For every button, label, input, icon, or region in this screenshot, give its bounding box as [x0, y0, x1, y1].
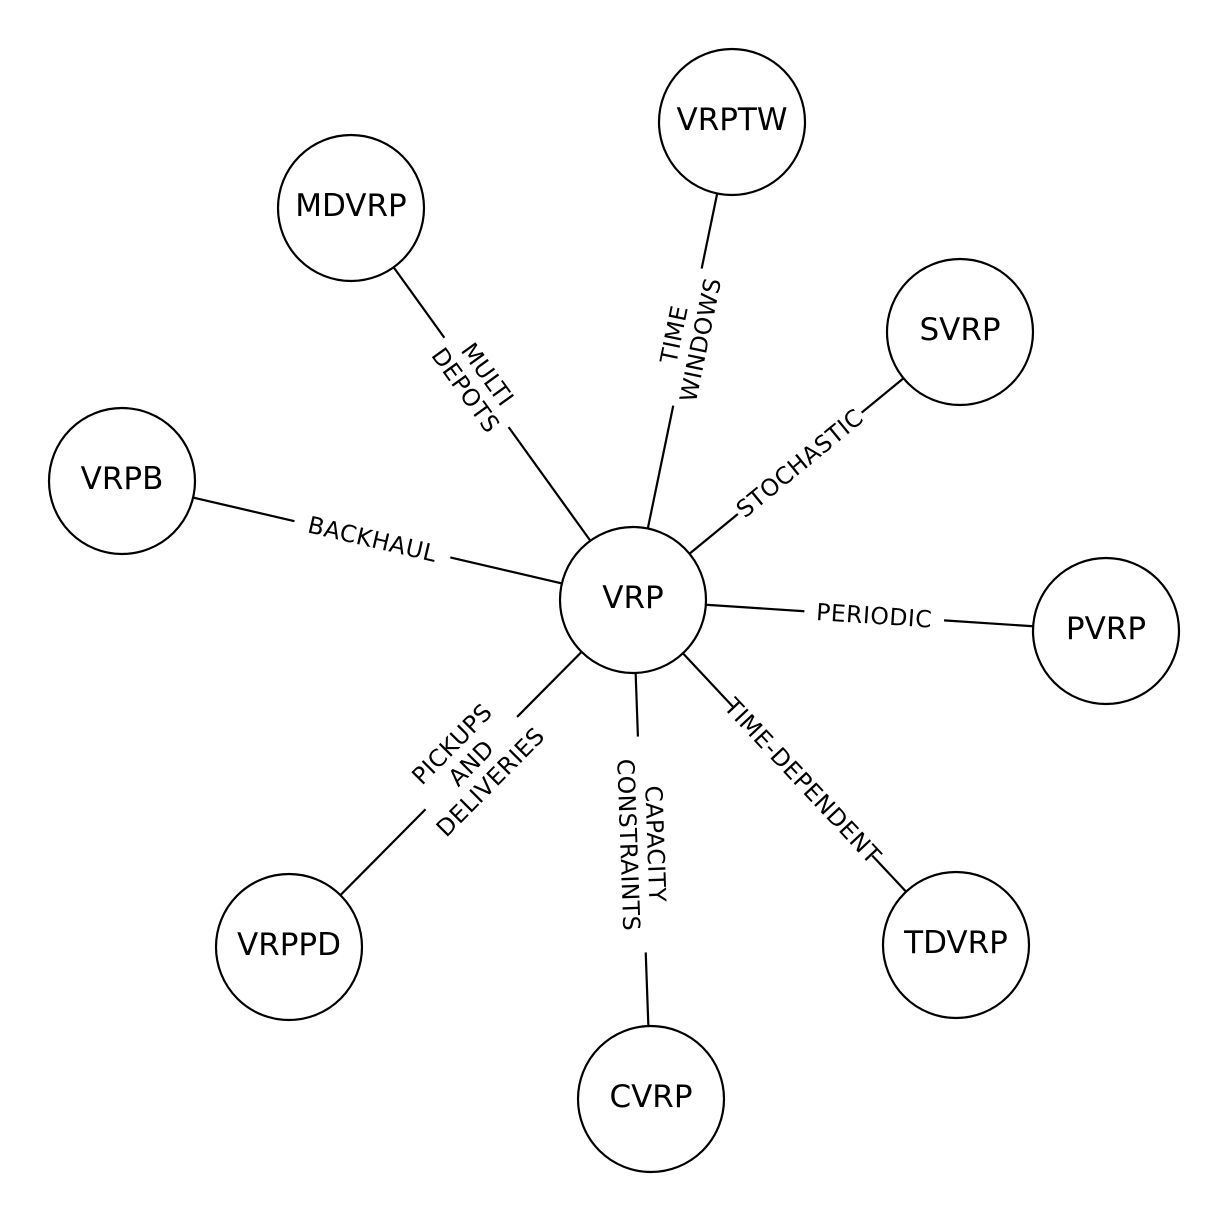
edge-vrpb-segment-b: [192, 496, 295, 523]
node-pvrp: PVRP: [1031, 556, 1181, 706]
node-mdvrp-circle: [276, 133, 426, 283]
edge-svrp-segment-a: [688, 513, 739, 555]
node-tdvrp: TDVRP: [881, 870, 1031, 1020]
edge-vrppd-segment-a: [516, 651, 583, 718]
edge-label-svrp: STOCHASTIC: [731, 403, 869, 523]
node-vrp-center-circle: [558, 525, 708, 675]
node-vrppd-circle: [214, 872, 364, 1022]
node-vrpb-circle: [47, 406, 197, 556]
edge-label-line: PERIODIC: [815, 598, 933, 634]
node-pvrp-label: PVRP: [1066, 611, 1146, 647]
edge-cvrp-segment-b: [644, 952, 650, 1027]
node-tdvrp-label: TDVRP: [903, 925, 1008, 961]
edge-vrpb-segment-a: [450, 556, 563, 585]
edge-label-line: TIME-DEPENDENT: [718, 692, 887, 870]
edge-label-pvrp: PERIODIC: [815, 598, 933, 634]
node-vrptw: VRPTW: [657, 47, 807, 197]
edges-layer: [192, 193, 1034, 1027]
node-vrptw-label: VRPTW: [676, 102, 787, 138]
node-vrppd-label: VRPPD: [237, 927, 341, 963]
edge-tdvrp-segment-b: [871, 854, 907, 893]
node-svrp-circle: [885, 257, 1035, 407]
edge-mdvrp-segment-b: [392, 266, 446, 339]
node-tdvrp-circle: [881, 870, 1031, 1020]
edge-mdvrp-segment-a: [507, 426, 592, 542]
edge-vrptw-segment-b: [700, 193, 719, 269]
edge-pvrp-segment-a: [705, 603, 805, 613]
node-vrpb-label: VRPB: [81, 461, 164, 497]
node-mdvrp-label: MDVRP: [295, 188, 407, 224]
node-vrp-center: VRP: [558, 525, 708, 675]
edge-label-vrpb: BACKHAUL: [305, 511, 440, 568]
node-vrp-center-label: VRP: [602, 580, 663, 616]
edge-label-line: CAPACITY: [639, 785, 671, 903]
node-vrpb: VRPB: [47, 406, 197, 556]
edge-label-line: STOCHASTIC: [731, 403, 869, 523]
edge-cvrp-segment-a: [634, 672, 640, 737]
edge-pvrp-segment-b: [944, 619, 1034, 628]
nodes-layer: VRP VRPTW MDVRP SVRP VRPB PVRP VRPPD CVRP TDVRP: [47, 47, 1181, 1174]
node-cvrp-circle: [576, 1024, 726, 1174]
edge-vrppd-segment-b: [339, 808, 427, 896]
edge-label-line: CONSTRAINTS: [611, 758, 645, 931]
node-cvrp: CVRP: [576, 1024, 726, 1174]
edge-svrp-segment-b: [860, 377, 905, 414]
edge-label-line: BACKHAUL: [305, 511, 440, 568]
node-vrptw-circle: [657, 47, 807, 197]
edge-tdvrp-segment-a: [682, 652, 734, 708]
node-svrp-label: SVRP: [919, 312, 1000, 348]
node-vrppd: VRPPD: [214, 872, 364, 1022]
edge-vrptw-segment-a: [646, 405, 675, 529]
node-svrp: SVRP: [885, 257, 1035, 407]
node-mdvrp: MDVRP: [276, 133, 426, 283]
node-cvrp-label: CVRP: [609, 1079, 692, 1115]
edge-label-tdvrp: TIME-DEPENDENT: [718, 692, 887, 870]
node-pvrp-circle: [1031, 556, 1181, 706]
